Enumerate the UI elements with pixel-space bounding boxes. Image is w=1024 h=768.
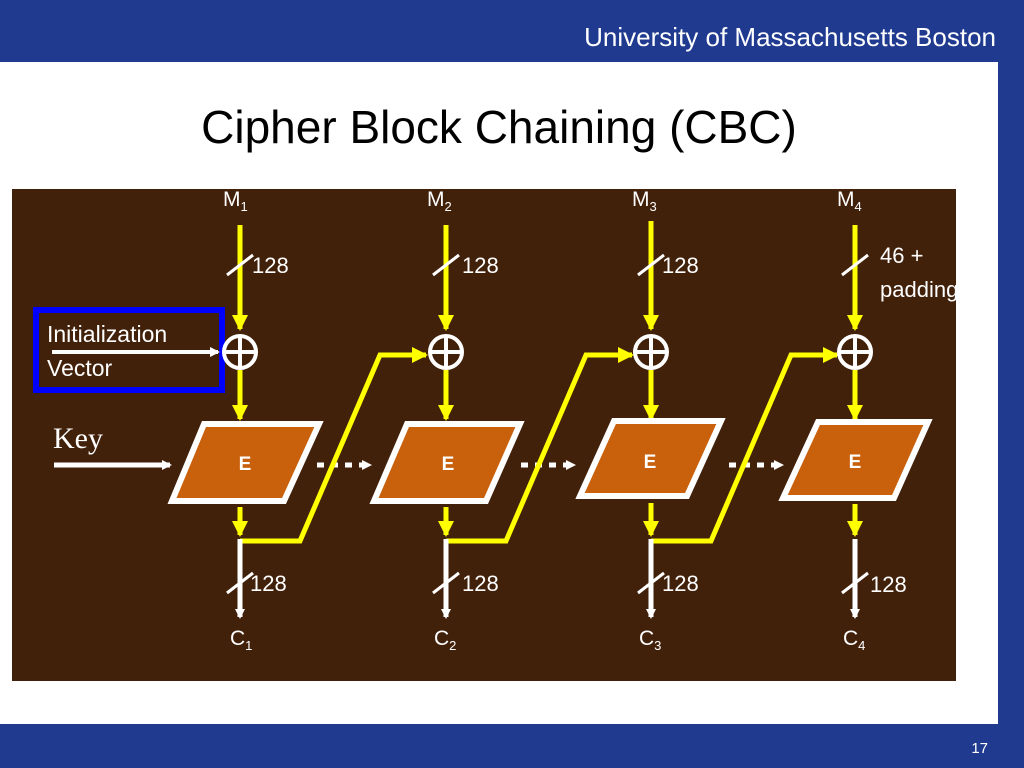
input-bits-4: 46 + bbox=[880, 243, 923, 268]
bit-slash-in-4 bbox=[841, 253, 869, 277]
chain-line-1-2 bbox=[240, 347, 428, 544]
cbc-diagram: Initialization Vector Key M1 128 bbox=[12, 189, 956, 681]
output-bits-4: 128 bbox=[870, 572, 907, 597]
bit-slash-out-4 bbox=[841, 571, 869, 595]
encryption-label-1: E bbox=[239, 454, 252, 475]
slide-title: Cipher Block Chaining (CBC) bbox=[201, 101, 797, 153]
institution-name: University of Massachusetts Boston bbox=[584, 22, 996, 52]
xor-icon-4 bbox=[837, 334, 873, 370]
ciphertext-label-1: C1 bbox=[230, 627, 252, 653]
page-number: 17 bbox=[971, 740, 988, 757]
output-bits-2: 128 bbox=[462, 571, 499, 596]
iv-label-line1: Initialization bbox=[47, 321, 167, 347]
encryption-label-2: E bbox=[442, 454, 455, 475]
chain-line-3-4 bbox=[651, 347, 839, 544]
ciphertext-label-4: C4 bbox=[843, 627, 865, 653]
bit-slash-in-3 bbox=[637, 253, 665, 277]
cbc-diagram-svg: Initialization Vector Key M1 128 bbox=[12, 189, 956, 681]
input-bits-1: 128 bbox=[252, 253, 289, 278]
encryption-label-3: E bbox=[644, 452, 657, 473]
output-bits-3: 128 bbox=[662, 571, 699, 596]
iv-box bbox=[33, 307, 225, 393]
cbc-block-2: M2 128 E 128 C2 bbox=[369, 189, 525, 653]
ciphertext-label-2: C2 bbox=[434, 627, 456, 653]
output-bits-1: 128 bbox=[250, 571, 287, 596]
key-label: Key bbox=[53, 422, 103, 455]
bit-slash-out-1 bbox=[226, 571, 254, 595]
message-label-1: M1 bbox=[223, 189, 248, 214]
encryption-box-1 bbox=[167, 421, 324, 504]
xor-icon-1 bbox=[222, 334, 258, 370]
message-label-2: M2 bbox=[427, 189, 452, 214]
cbc-block-1: M1 128 E 128 C1 bbox=[167, 189, 324, 653]
header-bar bbox=[0, 0, 1024, 62]
xor-icon-3 bbox=[633, 334, 669, 370]
encryption-box-2 bbox=[369, 421, 525, 504]
xor-icon-2 bbox=[428, 334, 464, 370]
message-label-3: M3 bbox=[632, 189, 657, 214]
bit-slash-in-1 bbox=[226, 253, 254, 277]
iv-label-line2: Vector bbox=[47, 355, 113, 381]
encryption-label-4: E bbox=[849, 452, 862, 473]
input-bits-3: 128 bbox=[662, 253, 699, 278]
input-bits-2: 128 bbox=[462, 253, 499, 278]
message-label-4: M4 bbox=[837, 189, 862, 214]
footer-bar bbox=[0, 724, 1024, 768]
bit-slash-out-2 bbox=[432, 571, 460, 595]
chain-line-2-3 bbox=[446, 347, 634, 544]
cbc-block-3: M3 128 E 128 C3 bbox=[575, 189, 726, 653]
input-bits-extra-4: padding bbox=[880, 277, 956, 302]
encryption-box-4 bbox=[778, 419, 933, 501]
bit-slash-in-2 bbox=[432, 253, 460, 277]
bit-slash-out-3 bbox=[637, 571, 665, 595]
cbc-block-4: M4 46 + padding E 128 C4 bbox=[778, 189, 956, 653]
encryption-box-3 bbox=[575, 418, 726, 499]
ciphertext-label-3: C3 bbox=[639, 627, 661, 653]
